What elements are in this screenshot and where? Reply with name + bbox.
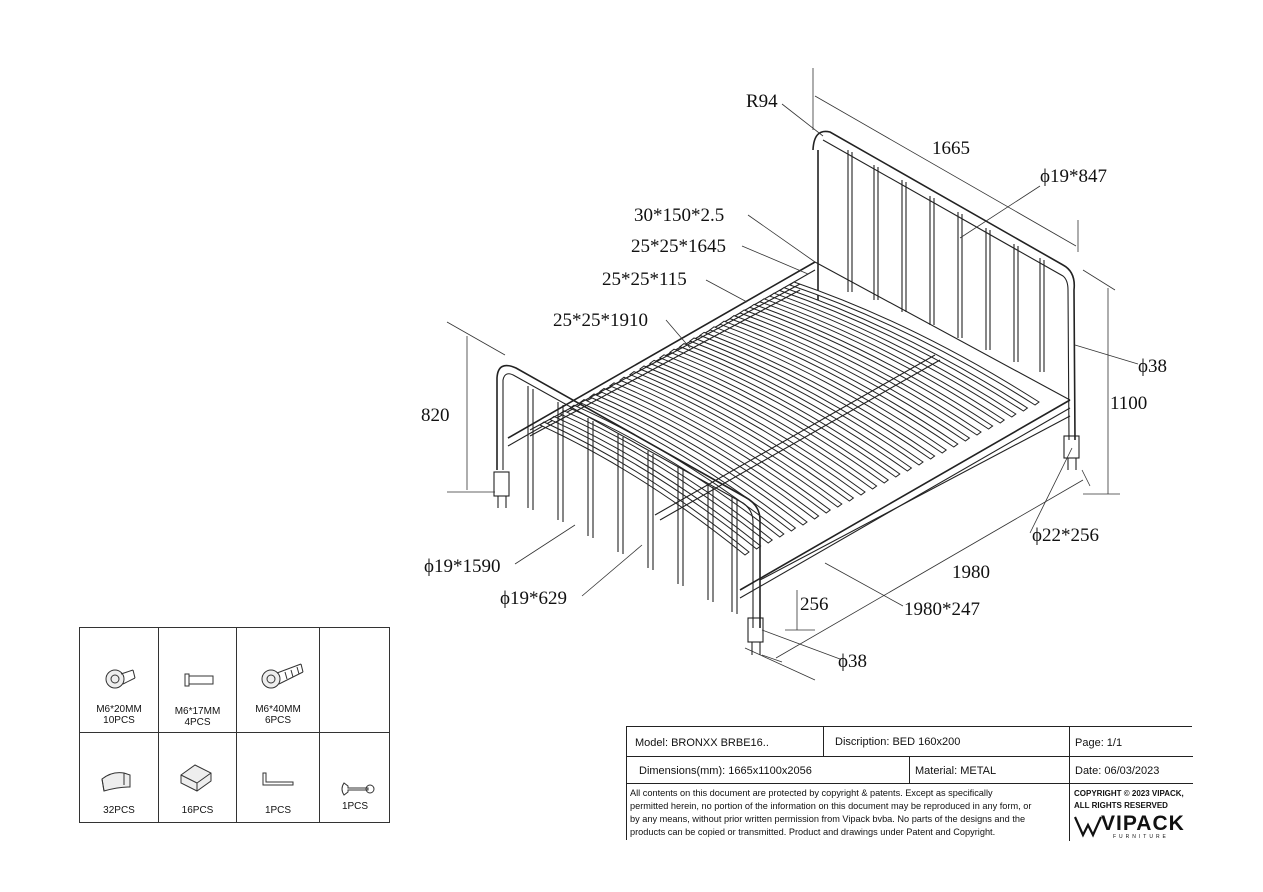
slat (758, 298, 1006, 424)
dim-phi19x629: ϕ19*629 (500, 588, 567, 609)
slat (678, 343, 913, 472)
dim-25x1910: 25*25*1910 (553, 310, 648, 331)
dim-phi38-bottom: ϕ38 (838, 651, 867, 672)
dim-1980x247: 1980*247 (904, 599, 980, 620)
dim-25x1645: 25*25*1645 (631, 236, 726, 257)
hardware-cell: M6*40MM 6PCS (237, 628, 320, 733)
dim-r94: R94 (746, 91, 778, 112)
dim-phi19x1590: ϕ19*1590 (424, 556, 501, 577)
slat-cap-icon (101, 772, 131, 792)
slat (619, 376, 843, 508)
notice-line: permitted herein, no portion of the info… (630, 801, 1032, 811)
slat (539, 421, 750, 556)
slat (599, 387, 820, 520)
dimensions-field: Dimensions(mm): 1665x1100x2056 (639, 765, 812, 777)
slat (738, 309, 982, 436)
notice-line: products can be copied or transmitted. P… (630, 827, 996, 837)
title-block: Model: BRONXX BRBE16.. Discription: BED … (626, 726, 1193, 841)
hardware-cell: 16PCS (159, 733, 237, 823)
slat (658, 354, 890, 484)
hardware-table: M6*20MM 10PCS M6*17MM 4PCS M6*40MM 6PCS … (79, 627, 390, 823)
brand-subtitle: FURNITURE (1113, 834, 1169, 840)
slat (768, 292, 1017, 418)
notice-line: All contents on this document are protec… (630, 788, 993, 798)
slat (668, 348, 901, 478)
slat (579, 399, 797, 532)
hardware-cell: M6*20MM 10PCS (80, 628, 159, 733)
slat (559, 410, 774, 544)
slat (648, 359, 878, 490)
dim-1980: 1980 (952, 562, 990, 583)
slat (778, 287, 1029, 412)
slat (698, 331, 936, 460)
model-field: Model: BRONXX BRBE16.. (635, 737, 769, 749)
material-field: Material: METAL (915, 765, 997, 777)
copyright-line: COPYRIGHT © 2023 VIPACK, (1074, 789, 1184, 798)
page-field: Page: 1/1 (1075, 737, 1123, 749)
slat (609, 382, 832, 514)
headboard (812, 130, 1080, 470)
slats (539, 281, 1040, 556)
hardware-cell: 1PCS (320, 733, 390, 823)
slat (728, 315, 971, 442)
slat (688, 337, 924, 466)
hardware-qty: 6PCS (264, 715, 292, 726)
hardware-qty: 1PCS (264, 805, 292, 816)
slat (589, 393, 808, 526)
barrel-nut-icon (184, 673, 214, 687)
hardware-cell: 1PCS (237, 733, 320, 823)
dim-phi19x847: ϕ19*847 (1040, 166, 1107, 187)
description-field: Discription: BED 160x200 (835, 736, 961, 748)
hardware-qty: 4PCS (184, 717, 211, 728)
bolt-long-icon (261, 663, 304, 689)
hardware-name: M6*20MM (96, 704, 142, 715)
dim-820: 820 (421, 405, 450, 426)
dim-30x150: 30*150*2.5 (634, 205, 724, 226)
hardware-cell: 32PCS (80, 733, 159, 823)
hardware-cell: M6*17MM 4PCS (159, 628, 237, 733)
hardware-qty: 32PCS (103, 805, 135, 816)
dim-1665: 1665 (932, 138, 970, 159)
vipack-logo-icon (1073, 816, 1103, 838)
hardware-qty: 10PCS (103, 715, 135, 726)
hardware-qty: 16PCS (181, 805, 214, 816)
dimension-labels: R94 1665 ϕ19*847 30*150*2.5 25*25*1645 2… (421, 91, 1167, 672)
hardware-qty: 1PCS (341, 801, 369, 812)
slat (638, 365, 866, 496)
slat-holder-icon (180, 764, 212, 792)
dimension-lines (446, 68, 1139, 681)
dim-25x115: 25*25*115 (602, 269, 687, 290)
allen-key-icon (262, 772, 294, 786)
dim-phi22x256: ϕ22*256 (1032, 525, 1099, 546)
dim-phi38-top: ϕ38 (1138, 356, 1167, 377)
footboard (493, 364, 764, 655)
hardware-name: M6*40MM (255, 704, 301, 715)
hardware-cell (320, 628, 390, 733)
slat (788, 281, 1040, 406)
slat (748, 303, 994, 430)
brand-name: VIPACK (1101, 812, 1185, 835)
wrench-icon (341, 782, 375, 796)
slat (718, 320, 959, 448)
copyright-line: ALL RIGHTS RESERVED (1074, 801, 1168, 810)
hardware-name: M6*17MM (174, 706, 221, 717)
slat (628, 371, 855, 502)
slat (708, 326, 948, 454)
bolt-short-icon (105, 669, 136, 689)
date-field: Date: 06/03/2023 (1075, 765, 1160, 777)
dim-256: 256 (800, 594, 829, 615)
center-beam (529, 283, 941, 521)
dim-1100: 1100 (1110, 393, 1147, 414)
notice-line: by any means, without prior written perm… (630, 814, 1026, 824)
